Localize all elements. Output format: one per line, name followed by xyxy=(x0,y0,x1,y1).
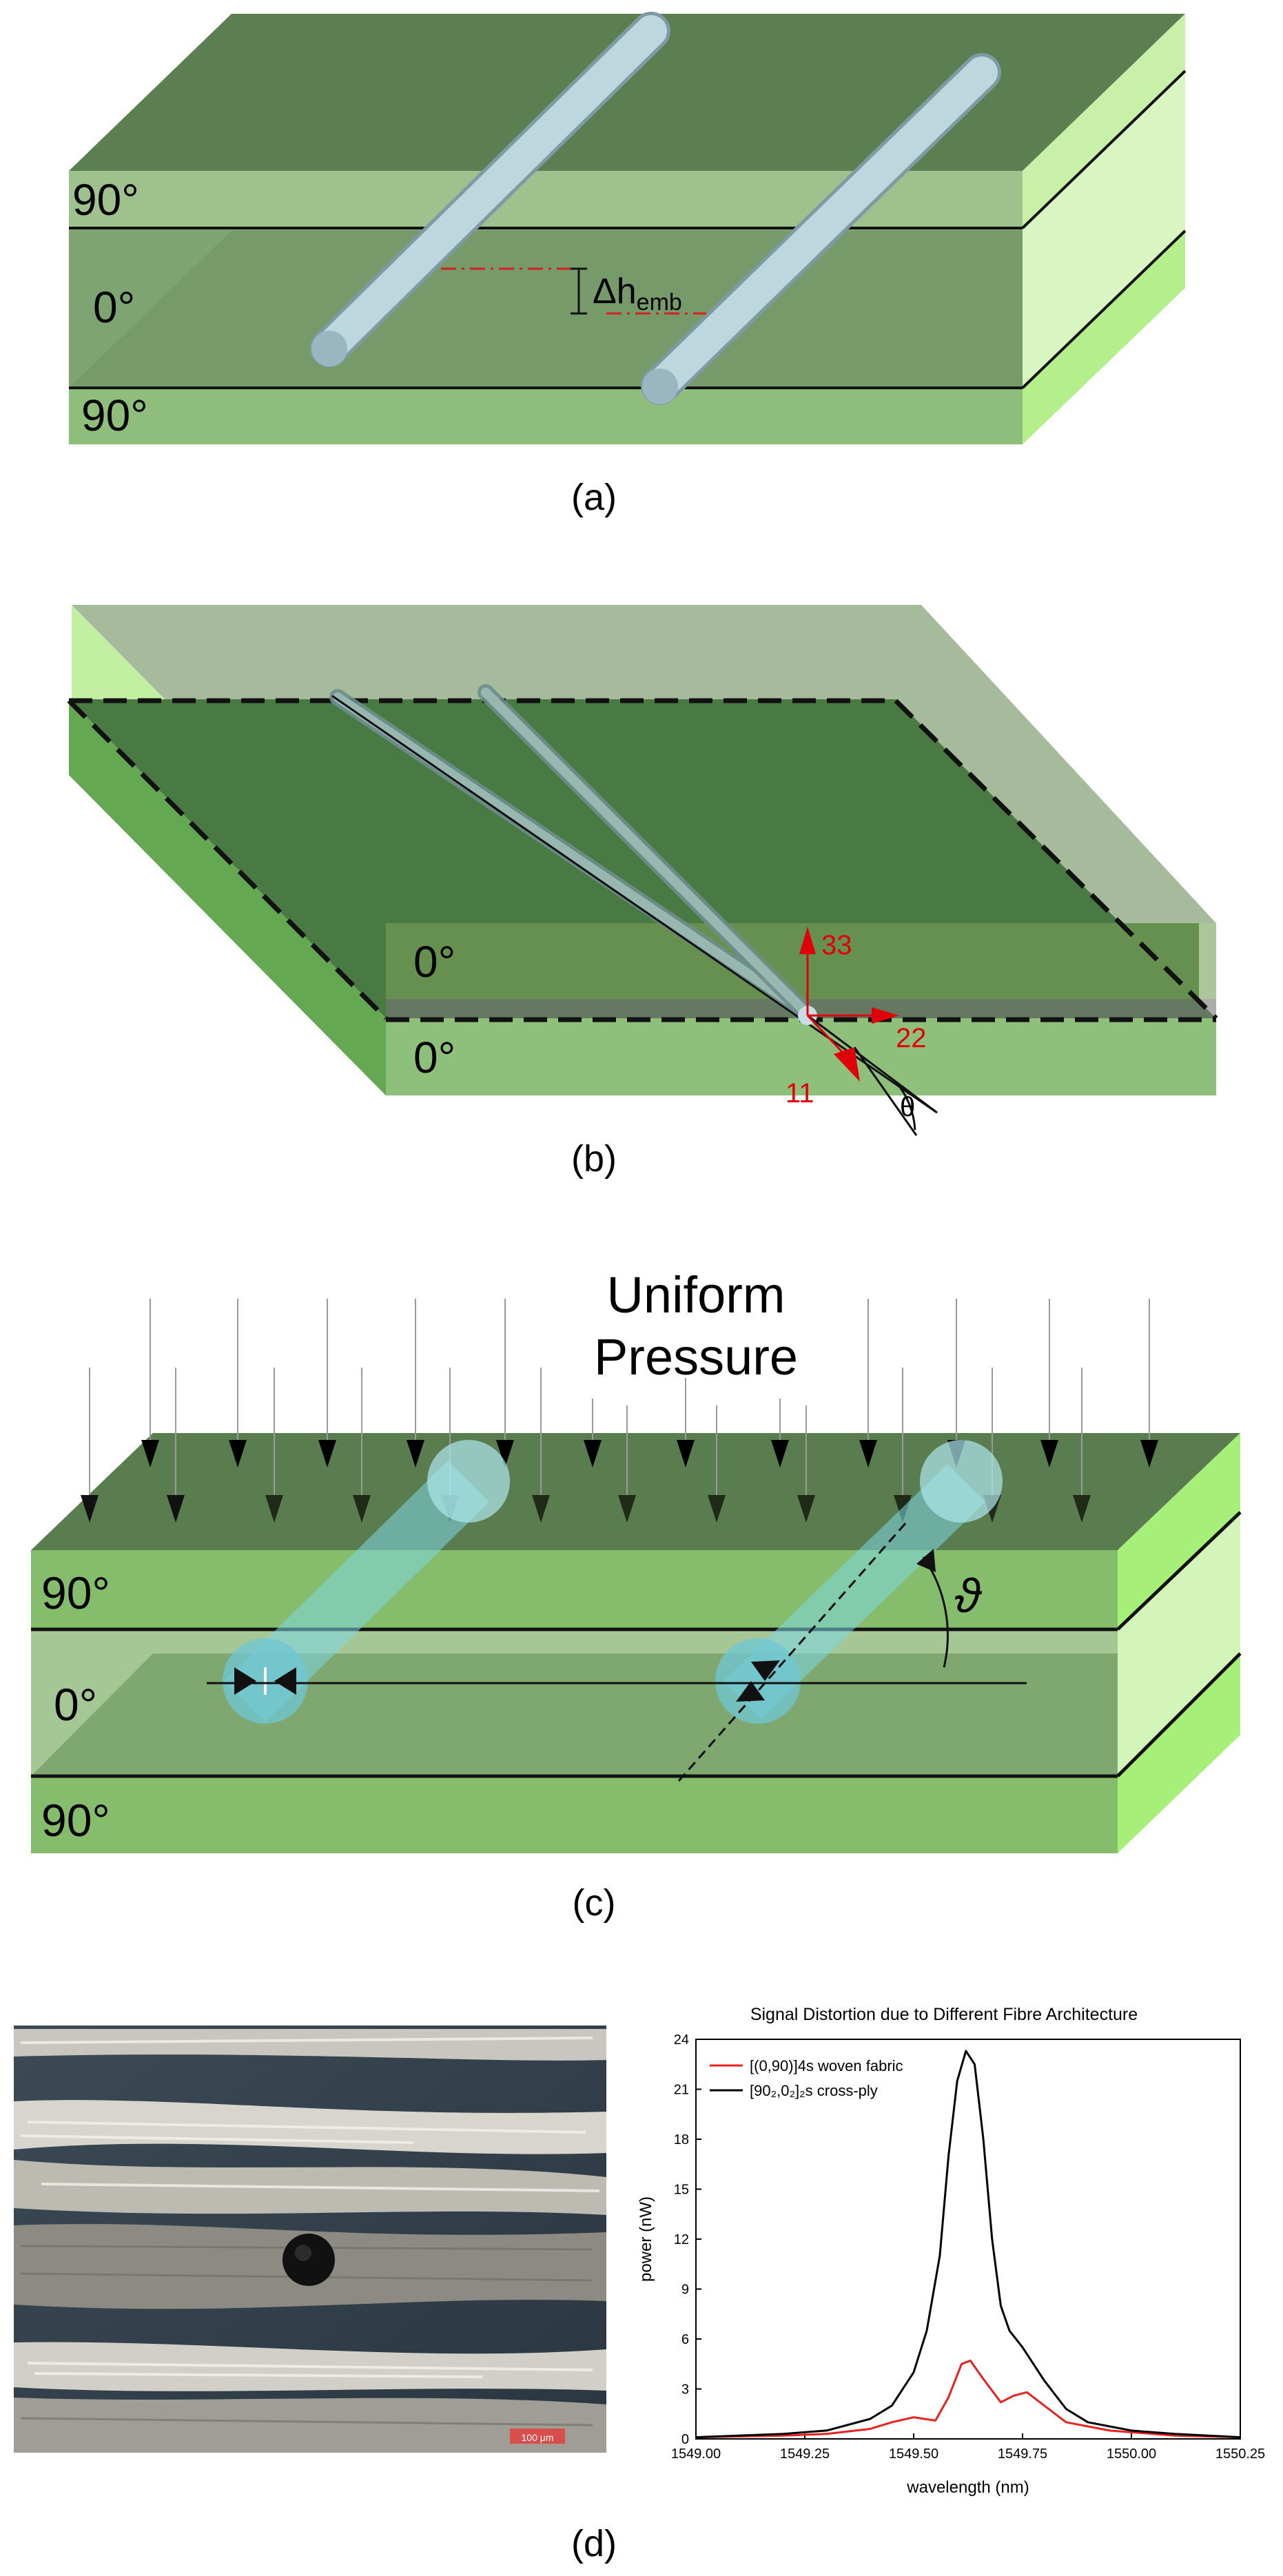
y-tick-label: 24 xyxy=(674,2032,689,2048)
optical-fibre-1 xyxy=(310,12,670,367)
x-axis-label: wavelength (nm) xyxy=(906,2478,1029,2497)
theta-label: θ xyxy=(900,1092,915,1122)
side-0 xyxy=(1118,1512,1240,1776)
lower-ply-front xyxy=(386,1018,1216,1095)
side-90-bottom xyxy=(1118,1653,1240,1853)
y-tick-label: 9 xyxy=(681,2283,689,2298)
ply-90-bottom-front xyxy=(69,388,1023,444)
x-axis: 1549.00 1549.25 1549.50 1549.75 1550.00 1550.… xyxy=(671,2433,1265,2462)
x-tick-label: 1549.50 xyxy=(889,2446,938,2462)
rotated-axis xyxy=(677,1522,907,1782)
embedded-fibre-cross-section xyxy=(283,2234,335,2286)
scale-bar-label: 100 μm xyxy=(522,2432,554,2443)
ply-label-0: 0° xyxy=(54,1679,97,1730)
pressure-title-line2: Pressure xyxy=(594,1328,798,1385)
embedded-fibre-straight xyxy=(478,684,814,1021)
side-0 xyxy=(1023,71,1185,388)
side-90-top xyxy=(1118,1433,1240,1629)
legend-label-woven: [(0,90)]4s woven fabric xyxy=(750,2057,903,2074)
ply-label-90-bottom: 90° xyxy=(41,1795,110,1846)
y-tick-label: 0 xyxy=(681,2432,689,2447)
axis-label-11: 11 xyxy=(786,1078,814,1109)
y-tick-label: 3 xyxy=(681,2382,689,2398)
x-tick-label: 1549.75 xyxy=(998,2446,1047,2462)
ply-90-bottom-front xyxy=(31,1776,1118,1853)
lower-ply-left-side xyxy=(69,699,386,1095)
ply-90-top-front xyxy=(31,1550,1118,1629)
micrograph-image: 100 μm xyxy=(14,2026,606,2453)
y-axis-label: power (nW) xyxy=(637,2196,655,2282)
y-tick-label: 6 xyxy=(681,2332,689,2347)
y-axis: 0 3 6 9 12 15 18 21 24 xyxy=(674,2032,701,2447)
ply-0-inner-surface xyxy=(31,1653,1240,1776)
ply-label-90-bottom: 90° xyxy=(81,391,148,440)
ply-label-90-top: 90° xyxy=(41,1567,110,1618)
caption-b: (b) xyxy=(571,1138,617,1179)
plot-area xyxy=(695,2039,1241,2440)
side-90-bottom xyxy=(1023,231,1185,444)
series-layer xyxy=(695,2050,1241,2439)
y-tick-label: 15 xyxy=(674,2183,689,2198)
panel-c-laminate: Uniform Pressure xyxy=(31,1266,1242,1853)
upper-ply-front xyxy=(386,923,1216,999)
delta-h-marker xyxy=(441,267,706,315)
legend-label-crossply: [90₂,0₂]₂s cross-ply xyxy=(750,2082,878,2099)
series-line-crossply xyxy=(695,2050,1241,2439)
y-tick-label: 21 xyxy=(674,2083,689,2098)
series-line-woven xyxy=(695,2359,1241,2439)
axis-label-33: 33 xyxy=(821,930,852,960)
x-tick-label: 1550.00 xyxy=(1107,2446,1156,2462)
legend: [(0,90)]4s woven fabric [90₂,0₂]₂s cross… xyxy=(710,2057,903,2099)
caption-a: (a) xyxy=(571,477,617,518)
ply-label-90-top: 90° xyxy=(72,175,139,225)
signal-distortion-chart: Signal Distortion due to Different Fibre… xyxy=(637,2005,1265,2497)
ply-label-0-upper: 0° xyxy=(413,937,455,987)
ply-label-0: 0° xyxy=(93,282,135,332)
scale-bar xyxy=(510,2429,565,2444)
ply-label-0-lower: 0° xyxy=(413,1033,455,1082)
panel-b-laminate: 33 22 11 θ 0° 0° xyxy=(67,605,1218,1136)
angle-label: ϑ xyxy=(954,1569,983,1622)
x-tick-label: 1550.25 xyxy=(1215,2446,1265,2462)
caption-c: (c) xyxy=(573,1882,616,1924)
x-tick-label: 1549.00 xyxy=(671,2446,721,2462)
coordinate-axes xyxy=(799,927,899,1082)
optical-fibre-2 xyxy=(641,53,1001,405)
panel-a-laminate: Δhemb 90° 0° 90° xyxy=(69,12,1187,444)
pressure-title-line1: Uniform xyxy=(606,1266,785,1323)
laminate-top-face xyxy=(31,1433,1240,1550)
caption-d: (d) xyxy=(571,2523,617,2564)
delta-h-label: Δhemb xyxy=(593,271,682,316)
x-tick-label: 1549.25 xyxy=(780,2446,830,2462)
side-90-top xyxy=(1023,14,1185,228)
y-tick-label: 12 xyxy=(674,2232,689,2247)
y-tick-label: 18 xyxy=(674,2132,689,2147)
embedded-fibre-rotated xyxy=(329,689,814,1021)
fibre-axis-line xyxy=(331,694,938,1114)
axis-label-22: 22 xyxy=(896,1023,927,1053)
fibre-aligned xyxy=(223,1440,510,1724)
chart-title: Signal Distortion due to Different Fibre… xyxy=(750,2005,1138,2024)
